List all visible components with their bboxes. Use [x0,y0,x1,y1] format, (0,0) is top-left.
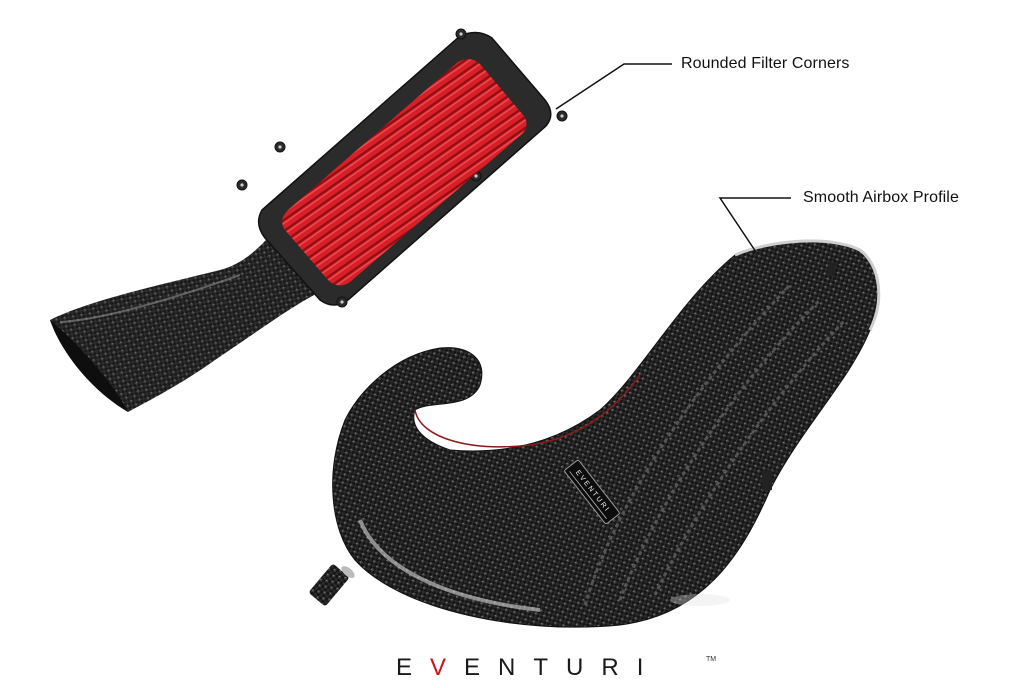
brand-letter-e: E [396,654,431,681]
airbox-assembly: EVENTURI [309,239,881,628]
red-filter-element [282,58,527,286]
brand-letters-rest: ENTURI [464,654,662,681]
brand-logo: EVENTURI [396,654,661,682]
airbox-body [332,240,880,628]
callout-rounded-filter-corners: Rounded Filter Corners [681,55,850,72]
leader-line-airbox-profile [718,197,791,253]
trademark-symbol: TM [706,656,717,663]
breather-pipe [309,564,355,606]
callout-smooth-airbox-profile: Smooth Airbox Profile [803,189,959,206]
intake-filter-assembly [50,28,568,412]
brand-accent-v: V [430,654,465,681]
leader-line-filter-corners [555,63,672,110]
intake-tube [50,220,325,412]
